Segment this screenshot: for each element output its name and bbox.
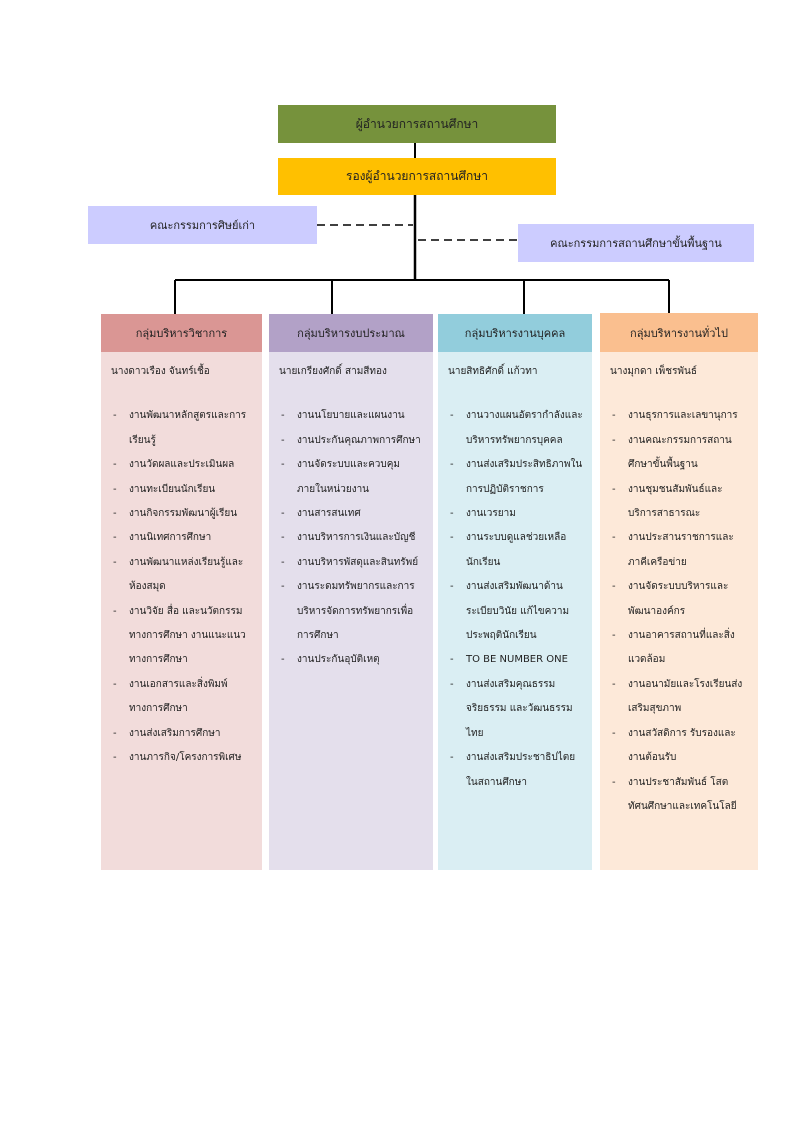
personnel-task-list: งานวางแผนอัตรากำลังและบริหารทรัพยากรบุคค… xyxy=(448,404,584,795)
alumni-committee-box: คณะกรรมการศิษย์เก่า xyxy=(88,206,317,244)
budget-group-title: กลุ่มบริหารงบประมาณ xyxy=(297,327,405,340)
list-item: งานส่งเสริมประชาธิปไตยในสถานศึกษา xyxy=(448,746,584,795)
academic-group-body: นางดาวเรือง จันทร์เชื้อ งานพัฒนาหลักสูตร… xyxy=(101,352,262,870)
personnel-group-title: กลุ่มบริหารงานบุคคล xyxy=(464,327,566,340)
list-item: งานธุรการและเลขานุการ xyxy=(610,404,750,429)
budget-task-list: งานนโยบายและแผนงาน งานประกันคุณภาพการศึก… xyxy=(279,404,425,673)
list-item: งานระบบดูแลช่วยเหลือนักเรียน xyxy=(448,526,584,575)
list-item: งานประกันคุณภาพการศึกษา xyxy=(279,429,425,454)
basic-education-committee-label: คณะกรรมการสถานศึกษาขั้นพื้นฐาน xyxy=(550,237,722,250)
list-item: งานประสานราชการและภาคีเครือข่าย xyxy=(610,526,750,575)
list-item: งานอาคารสถานที่และสิ่งแวดล้อม xyxy=(610,624,750,673)
academic-group-title: กลุ่มบริหารวิชาการ xyxy=(135,327,228,340)
list-item: งานเวรยาม xyxy=(448,502,584,527)
general-task-list: งานธุรการและเลขานุการ งานคณะกรรมการสถานศ… xyxy=(610,404,750,819)
basic-education-committee-box: คณะกรรมการสถานศึกษาขั้นพื้นฐาน xyxy=(518,224,754,262)
director-label: ผู้อำนวยการสถานศึกษา xyxy=(355,116,479,131)
academic-group-head-name: นางดาวเรือง จันทร์เชื้อ xyxy=(111,366,210,377)
academic-task-list: งานพัฒนาหลักสูตรและการเรียนรู้ งานวัดผลแ… xyxy=(111,404,254,771)
general-group-title: กลุ่มบริหารงานทั่วไป xyxy=(630,327,728,340)
list-item: งานวางแผนอัตรากำลังและบริหารทรัพยากรบุคค… xyxy=(448,404,584,453)
list-item: งานพัฒนาหลักสูตรและการเรียนรู้ xyxy=(111,404,254,453)
director-box: ผู้อำนวยการสถานศึกษา xyxy=(278,105,556,143)
list-item: งานจัดระบบบริหารและพัฒนาองค์กร xyxy=(610,575,750,624)
alumni-committee-label: คณะกรรมการศิษย์เก่า xyxy=(149,219,256,232)
list-item: งานประชาสัมพันธ์ โสตทัศนศึกษาและเทคโนโลย… xyxy=(610,771,750,820)
budget-group-body: นายเกรียงศักดิ์ สามสีทอง งานนโยบายและแผน… xyxy=(269,352,433,870)
list-item: งานคณะกรรมการสถานศึกษาขั้นพื้นฐาน xyxy=(610,429,750,478)
general-group-body: นางมุกดา เพ็ชรพันธ์ งานธุรการและเลขานุกา… xyxy=(600,352,758,870)
list-item: งานส่งเสริมพัฒนาด้านระเบียบวินัย แก้ไขคว… xyxy=(448,575,584,648)
list-item: งานนิเทศการศึกษา xyxy=(111,526,254,551)
list-item: งานวัดผลและประเมินผล xyxy=(111,453,254,478)
personnel-group-head-name: นายสิทธิศักดิ์ แก้วทา xyxy=(448,366,538,377)
list-item: งานส่งเสริมประสิทธิภาพในการปฏิบัติราชการ xyxy=(448,453,584,502)
list-item: งานจัดระบบและควบคุมภายในหน่วยงาน xyxy=(279,453,425,502)
list-item: TO BE NUMBER ONE xyxy=(448,648,584,673)
list-item: งานระดมทรัพยากรและการบริหารจัดการทรัพยาก… xyxy=(279,575,425,648)
list-item: งานบริหารพัสดุและสินทรัพย์ xyxy=(279,551,425,576)
list-item: งานกิจกรรมพัฒนาผู้เรียน xyxy=(111,502,254,527)
list-item: งานสวัสดิการ รับรองและงานต้อนรับ xyxy=(610,722,750,771)
academic-group-header: กลุ่มบริหารวิชาการ xyxy=(101,314,262,352)
list-item: งานส่งเสริมการศึกษา xyxy=(111,722,254,747)
list-item: งานเอกสารและสิ่งพิมพ์ทางการศึกษา xyxy=(111,673,254,722)
personnel-group-body: นายสิทธิศักดิ์ แก้วทา งานวางแผนอัตรากำลั… xyxy=(438,352,592,870)
deputy-director-box: รองผู้อำนวยการสถานศึกษา xyxy=(278,158,556,195)
list-item: งานทะเบียนนักเรียน xyxy=(111,478,254,503)
deputy-director-label: รองผู้อำนวยการสถานศึกษา xyxy=(346,169,488,183)
list-item: งานอนามัยและโรงเรียนส่งเสริมสุขภาพ xyxy=(610,673,750,722)
list-item: งานประกันอุบัติเหตุ xyxy=(279,648,425,673)
list-item: งานวิจัย สื่อ และนวัตกรรมทางการศึกษา งาน… xyxy=(111,600,254,673)
personnel-group-header: กลุ่มบริหารงานบุคคล xyxy=(438,314,592,352)
list-item: งานชุมชนสัมพันธ์และบริการสาธารณะ xyxy=(610,478,750,527)
general-group-head-name: นางมุกดา เพ็ชรพันธ์ xyxy=(610,366,697,377)
budget-group-head-name: นายเกรียงศักดิ์ สามสีทอง xyxy=(279,366,387,377)
general-group-header: กลุ่มบริหารงานทั่วไป xyxy=(600,313,758,353)
list-item: งานภารกิจ/โครงการพิเศษ xyxy=(111,746,254,771)
list-item: งานส่งเสริมคุณธรรม จริยธรรม และวัฒนธรรมไ… xyxy=(448,673,584,746)
list-item: งานบริหารการเงินและบัญชี xyxy=(279,526,425,551)
budget-group-header: กลุ่มบริหารงบประมาณ xyxy=(269,314,433,352)
list-item: งานนโยบายและแผนงาน xyxy=(279,404,425,429)
list-item: งานสารสนเทศ xyxy=(279,502,425,527)
list-item: งานพัฒนาแหล่งเรียนรู้และห้องสมุด xyxy=(111,551,254,600)
